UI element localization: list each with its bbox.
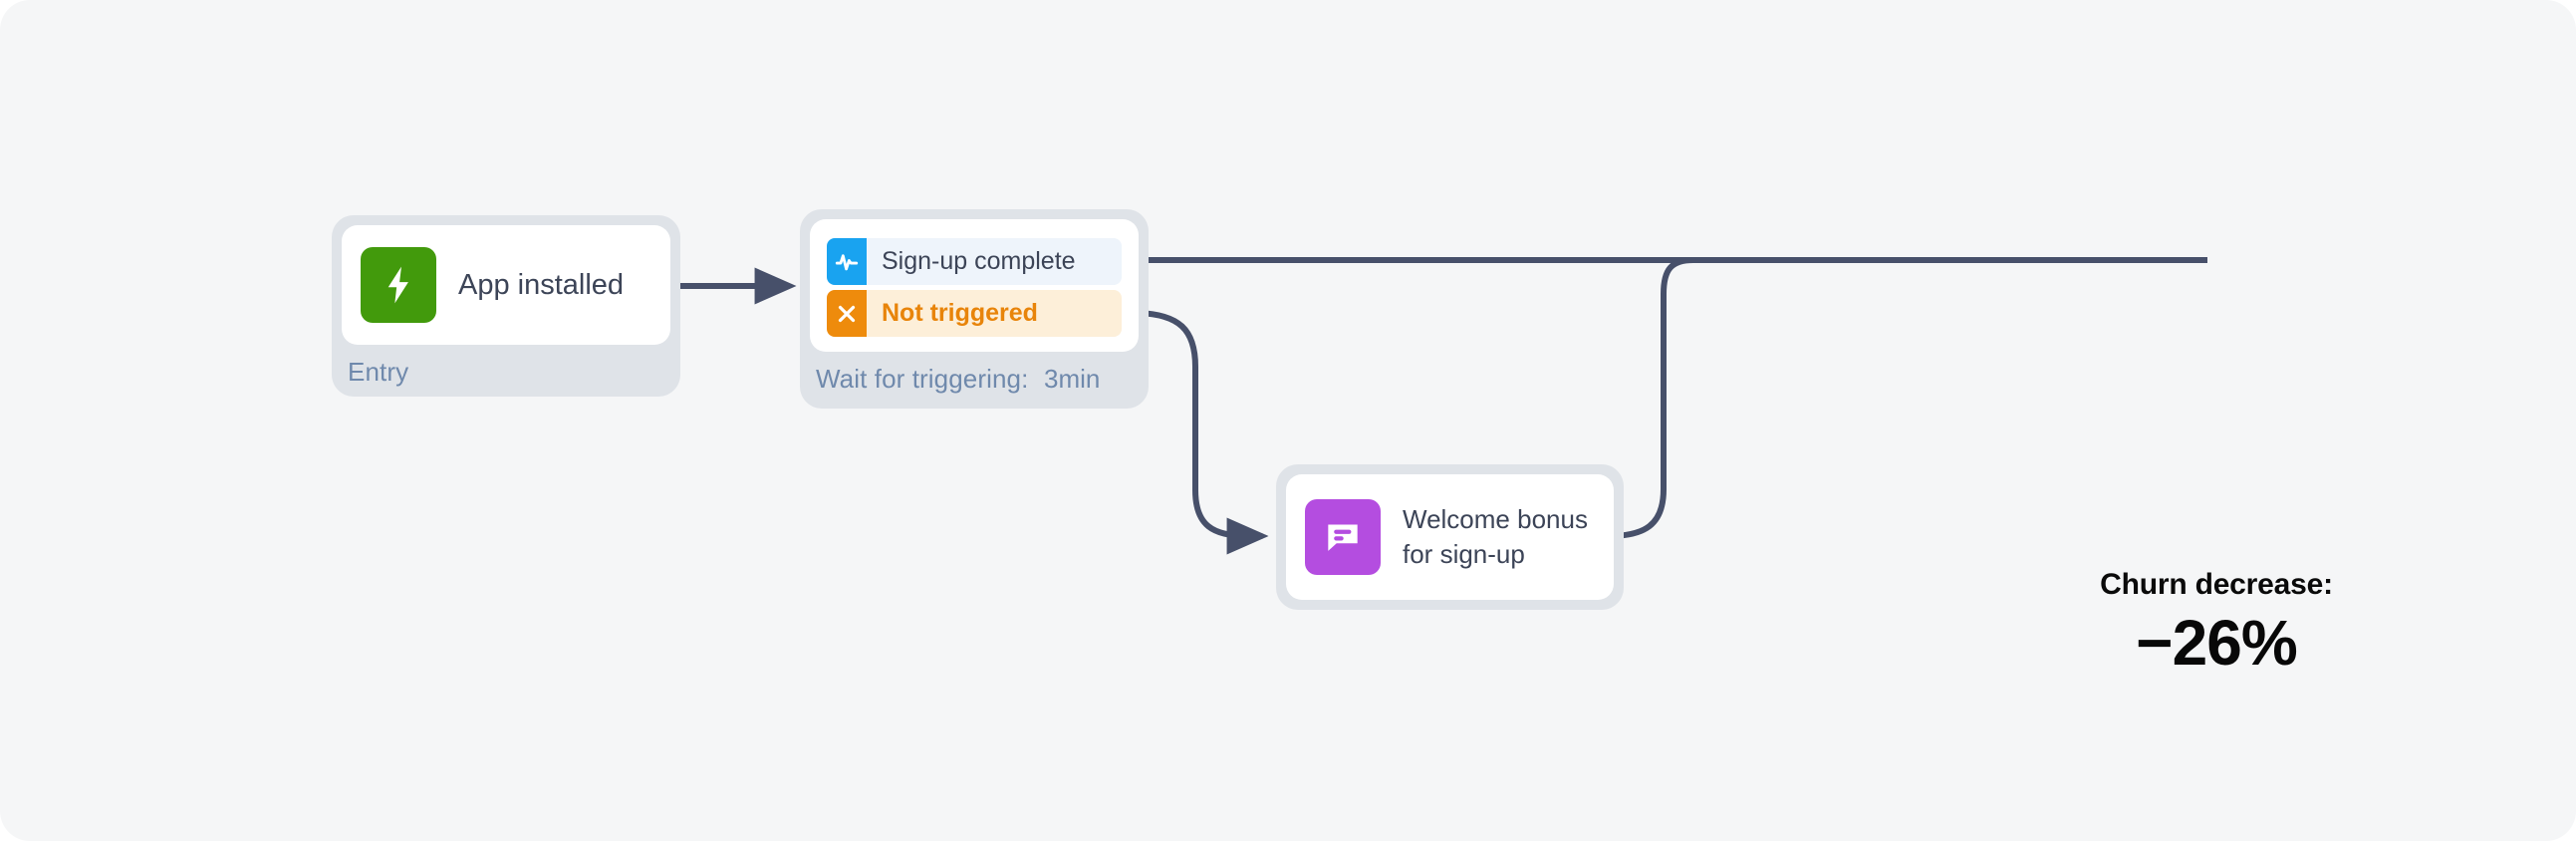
activity-pulse-icon: [827, 238, 867, 285]
node-title-line-1: Welcome bonus: [1403, 504, 1588, 535]
churn-decrease-stat: Churn decrease: −26%: [2047, 568, 2386, 680]
node-footer-label: Wait for triggering:: [816, 364, 1029, 394]
node-title: Welcome bonus for sign-up: [1403, 502, 1588, 571]
chat-message-icon: [1305, 499, 1381, 575]
node-title: App installed: [458, 268, 625, 301]
branch-row-signup-complete[interactable]: Sign-up complete: [827, 238, 1122, 285]
edge-signup-complete-right: [1121, 247, 2207, 273]
branch-label: Not triggered: [882, 299, 1038, 327]
node-footer-label: Entry: [348, 357, 409, 387]
node-footer-value: 3min: [1044, 364, 1101, 394]
node-wait-for-triggering[interactable]: Sign-up complete Not triggered Wait for …: [800, 209, 1149, 409]
node-wait-body[interactable]: Sign-up complete Not triggered: [810, 219, 1139, 352]
node-welcome-bonus-body[interactable]: Welcome bonus for sign-up: [1286, 474, 1614, 600]
node-app-installed-body[interactable]: App installed: [342, 225, 670, 345]
stat-label: Churn decrease:: [2100, 568, 2333, 601]
node-app-installed[interactable]: App installed Entry: [332, 215, 680, 397]
branch-label: Sign-up complete: [882, 247, 1076, 275]
cross-x-icon: [827, 290, 867, 337]
lightning-bolt-icon: [361, 247, 436, 323]
branch-row-not-triggered[interactable]: Not triggered: [827, 290, 1122, 337]
node-title-line-2: for sign-up: [1403, 539, 1525, 569]
stat-value: −26%: [2136, 607, 2297, 679]
node-welcome-bonus[interactable]: Welcome bonus for sign-up: [1276, 464, 1624, 610]
